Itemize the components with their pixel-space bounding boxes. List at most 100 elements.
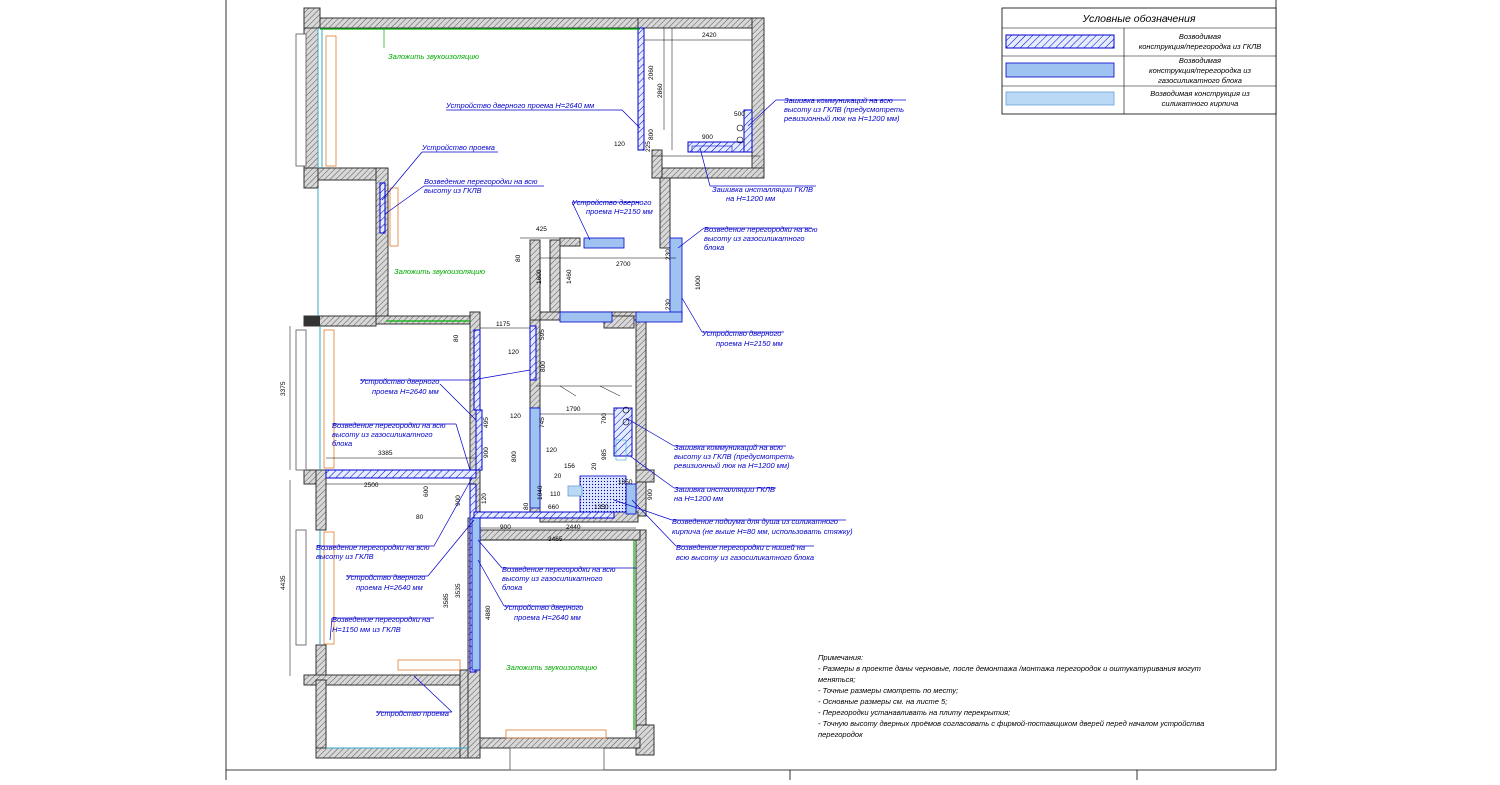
annotations: Заложить звукоизоляцию Устройство дверно… bbox=[316, 52, 904, 718]
dim-900-d: 900 bbox=[500, 524, 511, 531]
note-door-2640-bath-1: Устройство дверного bbox=[503, 603, 583, 612]
note-gsb-2: высоту из газосиликатного bbox=[704, 234, 805, 243]
shower-podium bbox=[579, 475, 627, 513]
legend-item-1-line-1: Возводимая bbox=[1179, 32, 1221, 41]
note-soundproof-3: Заложить звукоизоляцию bbox=[506, 663, 597, 672]
legend-item-3-line-2: силикатного кирпича bbox=[1162, 99, 1239, 108]
dim-4880: 4880 bbox=[485, 605, 492, 620]
notes-line-4: - Перегородки устанавливать на плиту пер… bbox=[818, 708, 1010, 717]
dim-4435: 4435 bbox=[280, 575, 287, 590]
dim-80: 80 bbox=[515, 254, 522, 262]
notes-block: Примечания: - Размеры в проекте даны чер… bbox=[818, 653, 1204, 739]
dim-3385: 3385 bbox=[378, 450, 393, 457]
note-gsb-low-3: блока bbox=[502, 583, 522, 592]
legend-item-2-line-1: Возводимая bbox=[1179, 56, 1221, 65]
note-inst-top-1: Зашивка инсталляции ГКЛВ bbox=[712, 185, 813, 194]
note-comm-mid-2: высоту из ГКЛВ (предусмотреть bbox=[674, 452, 794, 461]
note-comm-top-3: ревизионный люк на Н=1200 мм) bbox=[783, 114, 900, 123]
note-comm-mid-3: ревизионный люк на Н=1200 мм) bbox=[673, 461, 790, 470]
dim-230-b: 230 bbox=[665, 299, 672, 310]
dim-1460: 1460 bbox=[566, 269, 573, 284]
legend-swatch-brick bbox=[1005, 91, 1115, 106]
legend-item-1-line-2: конструкция/перегородка из ГКЛВ bbox=[1139, 42, 1262, 51]
dim-1600: 1600 bbox=[536, 269, 543, 284]
dim-1175: 1175 bbox=[496, 321, 510, 328]
note-door-2640-mid-2: проема Н=2640 мм bbox=[372, 387, 439, 396]
dimension-labels: 2420 2060 2860 500 800 900 120 425 80 16… bbox=[280, 32, 745, 620]
leader-lines bbox=[316, 99, 906, 713]
dim-225: 225 bbox=[645, 141, 652, 152]
dim-900-c: 900 bbox=[455, 495, 462, 506]
dim-120-e: 120 bbox=[481, 493, 488, 504]
dim-2860: 2860 bbox=[657, 83, 664, 98]
dim-120-c: 120 bbox=[510, 413, 521, 420]
dim-900: 900 bbox=[702, 134, 713, 141]
dim-700: 700 bbox=[601, 413, 608, 424]
note-inst-top-2: на Н=1200 мм bbox=[726, 194, 775, 203]
dim-900-b: 900 bbox=[647, 489, 654, 500]
dim-2060: 2060 bbox=[648, 65, 655, 80]
note-gklv-partition-2: высоту из ГКЛВ bbox=[424, 186, 482, 195]
dim-2440: 2440 bbox=[566, 524, 581, 531]
note-comm-mid-1: Зашивка коммуникаций на всю bbox=[674, 443, 783, 452]
soundproof-lines bbox=[320, 28, 640, 730]
note-door-2150-right-1: Устройство дверного bbox=[701, 329, 781, 338]
dim-1790: 1790 bbox=[566, 406, 581, 413]
dim-230-a: 230 bbox=[665, 249, 672, 260]
note-soundproof-1: Заложить звукоизоляцию bbox=[388, 52, 479, 61]
note-gklv-left-1: Возведение перегородки на всю bbox=[316, 543, 430, 552]
dim-3375: 3375 bbox=[280, 381, 287, 396]
note-door-2640-low-2: проема Н=2640 мм bbox=[356, 583, 423, 592]
dim-1350-a: 1350 bbox=[618, 479, 633, 486]
dim-3535: 3535 bbox=[455, 583, 462, 598]
dim-800: 800 bbox=[648, 129, 655, 140]
note-partial-2: Н=1150 мм из ГКЛВ bbox=[332, 625, 401, 634]
dim-800-c: 800 bbox=[511, 451, 518, 462]
note-door-2640-top: Устройство дверного проема Н=2640 мм bbox=[445, 101, 594, 110]
note-niche-1: Возведение перегородки с нишей на bbox=[676, 543, 805, 552]
dim-600: 600 bbox=[423, 486, 430, 497]
dim-120-d: 120 bbox=[546, 447, 557, 454]
notes-line-1: - Размеры в проекте даны черновые, после… bbox=[818, 664, 1201, 673]
dim-900-a: 900 bbox=[483, 447, 490, 458]
legend-item-2-line-3: газосиликатного блока bbox=[1158, 76, 1242, 85]
note-comm-top-1: Зашивка коммуникаций на всю bbox=[784, 96, 893, 105]
note-door-2640-mid-1: Устройство дверного bbox=[359, 377, 439, 386]
note-niche-2: всю высоту из газосиликатного блока bbox=[676, 553, 814, 562]
note-inst-mid-1: Зашивка инсталляции ГКЛВ bbox=[674, 485, 775, 494]
note-comm-top-2: высоту из ГКЛВ (предусмотреть bbox=[784, 105, 904, 114]
notes-line-5b: перегородок bbox=[818, 730, 863, 739]
dimension-lines bbox=[289, 28, 752, 676]
brick-pier bbox=[567, 485, 583, 497]
note-partial-1: Возведение перегородки на bbox=[332, 615, 430, 624]
note-gsb-left-3: блока bbox=[332, 439, 352, 448]
note-gklv-left-2: высоту из ГКЛВ bbox=[316, 552, 374, 561]
dim-1040: 1040 bbox=[537, 485, 544, 500]
note-gklv-partition-1: Возведение перегородки на всю bbox=[424, 177, 538, 186]
note-door-2150-2: проема Н=2150 мм bbox=[586, 207, 653, 216]
note-door-2640-bath-2: проема Н=2640 мм bbox=[514, 613, 581, 622]
dim-50: 80 bbox=[523, 502, 530, 510]
sheet-frame bbox=[225, 0, 1277, 780]
dim-500: 500 bbox=[734, 111, 745, 118]
notes-line-1b: меняться; bbox=[818, 675, 855, 684]
note-podium-2: кирпича (не выше Н=80 мм, использовать с… bbox=[672, 527, 853, 536]
fixtures bbox=[536, 124, 760, 461]
notes-line-3: - Основные размеры см. на листе 5; bbox=[818, 697, 947, 706]
note-door-2640-low-1: Устройство дверного bbox=[345, 573, 425, 582]
dim-3465: 3465 bbox=[548, 536, 563, 543]
legend-item-2-line-2: конструкция/перегородка из bbox=[1149, 66, 1251, 75]
note-opening-top: Устройство проема bbox=[421, 143, 495, 152]
dim-20-a: 20 bbox=[591, 462, 598, 470]
note-gsb-low-2: высоту из газосиликатного bbox=[502, 574, 603, 583]
notes-title: Примечания: bbox=[818, 653, 863, 662]
dim-595: 595 bbox=[539, 329, 546, 340]
note-gsb-1: Возведение перегородки на всю bbox=[704, 225, 818, 234]
dim-3585: 3585 bbox=[443, 593, 450, 608]
dim-660: 660 bbox=[548, 504, 559, 511]
legend-title: Условные обозначения bbox=[1082, 13, 1196, 25]
legend-swatch-gsb bbox=[1005, 62, 1115, 78]
dim-80-b: 80 bbox=[453, 334, 460, 342]
